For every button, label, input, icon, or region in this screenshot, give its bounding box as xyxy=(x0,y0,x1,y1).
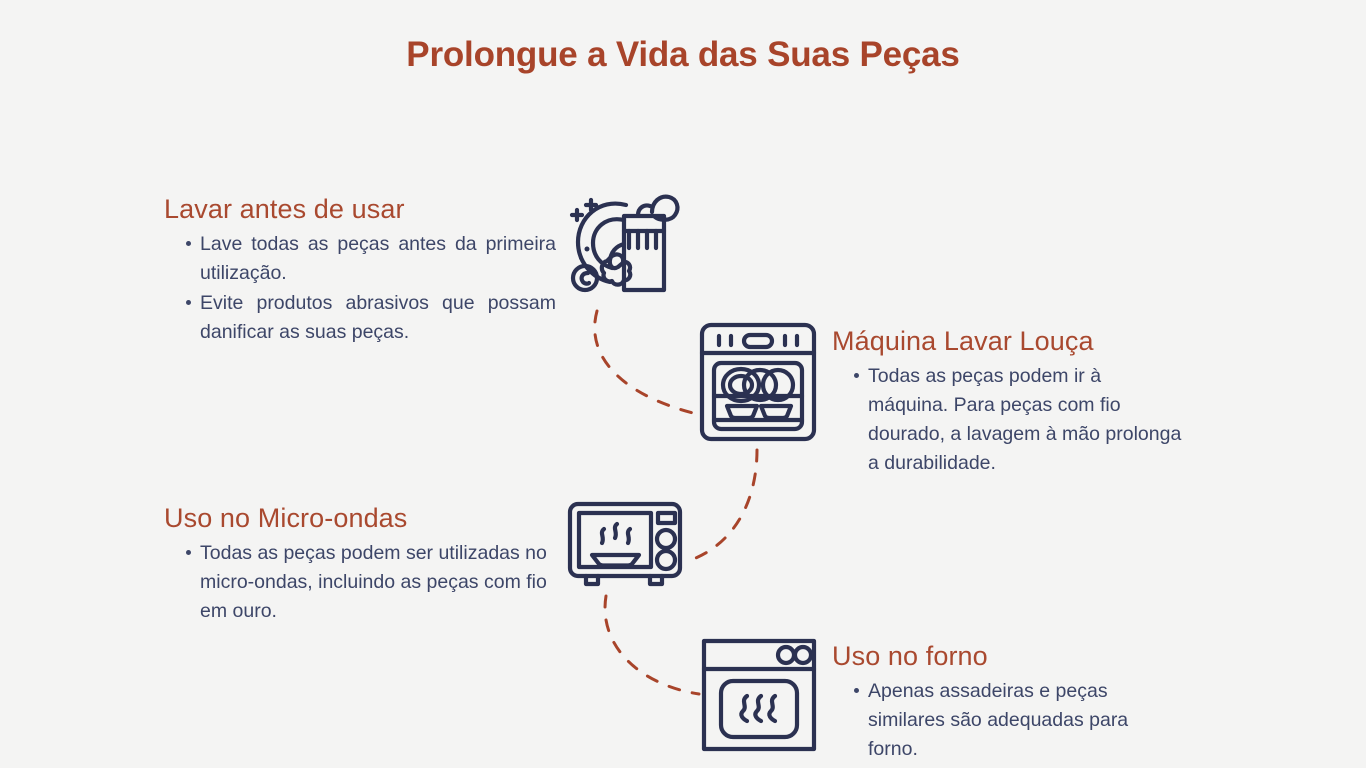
list-item-text: Lave todas as peças antes da primeira ut… xyxy=(200,233,556,285)
bullet-dot-icon xyxy=(186,300,191,306)
page-title: Prolongue a Vida das Suas Peças xyxy=(406,35,960,74)
connector-handwash-to-dishwasher xyxy=(593,309,699,416)
section-heading-oven: Uso no forno xyxy=(832,641,988,671)
microwave-icon xyxy=(567,501,683,587)
section-heading-lavar: Lavar antes de usar xyxy=(164,194,405,224)
list-item-text: Apenas assadeiras e peças similares são … xyxy=(868,680,1129,761)
list-item-text: Evite produtos abrasivos que possam dani… xyxy=(200,292,556,344)
list-item: Apenas assadeiras e peças similares são … xyxy=(854,677,1182,764)
list-item-text: Todas as peças podem ser utilizadas no m… xyxy=(200,542,547,623)
bullet-dot-icon xyxy=(186,550,191,556)
section-bullets-microwave: Todas as peças podem ser utilizadas no m… xyxy=(164,539,556,626)
section-bullets-lavar: Lave todas as peças antes da primeira ut… xyxy=(164,230,556,347)
handwash-icon xyxy=(569,194,680,293)
dishwasher-icon xyxy=(699,322,817,442)
list-item: Evite produtos abrasivos que possam dani… xyxy=(186,289,556,347)
section-heading-dishwasher: Máquina Lavar Louça xyxy=(832,326,1094,356)
list-item-text: Todas as peças podem ir à máquina. Para … xyxy=(868,365,1182,475)
oven-icon xyxy=(701,638,817,752)
section-heading-microwave: Uso no Micro-ondas xyxy=(164,503,408,533)
section-maquina-lavar-louca: Máquina Lavar Louça Todas as peças podem… xyxy=(832,326,1182,479)
bullet-dot-icon xyxy=(854,688,859,694)
section-uso-no-micro-ondas: Uso no Micro-ondas Todas as peças podem … xyxy=(164,503,556,627)
section-lavar-antes-de-usar: Lavar antes de usar Lave todas as peças … xyxy=(164,194,556,348)
connector-dishwasher-to-microwave xyxy=(686,448,759,563)
bullet-dot-icon xyxy=(854,373,859,379)
list-item: Lave todas as peças antes da primeira ut… xyxy=(186,230,556,288)
list-item: Todas as peças podem ser utilizadas no m… xyxy=(186,539,556,626)
list-item: Todas as peças podem ir à máquina. Para … xyxy=(854,362,1182,478)
bullet-dot-icon xyxy=(186,241,191,247)
section-uso-no-forno: Uso no forno Apenas assadeiras e peças s… xyxy=(832,641,1182,765)
section-bullets-oven: Apenas assadeiras e peças similares são … xyxy=(832,677,1182,764)
connector-microwave-to-oven xyxy=(603,594,701,696)
section-bullets-dishwasher: Todas as peças podem ir à máquina. Para … xyxy=(832,362,1182,478)
